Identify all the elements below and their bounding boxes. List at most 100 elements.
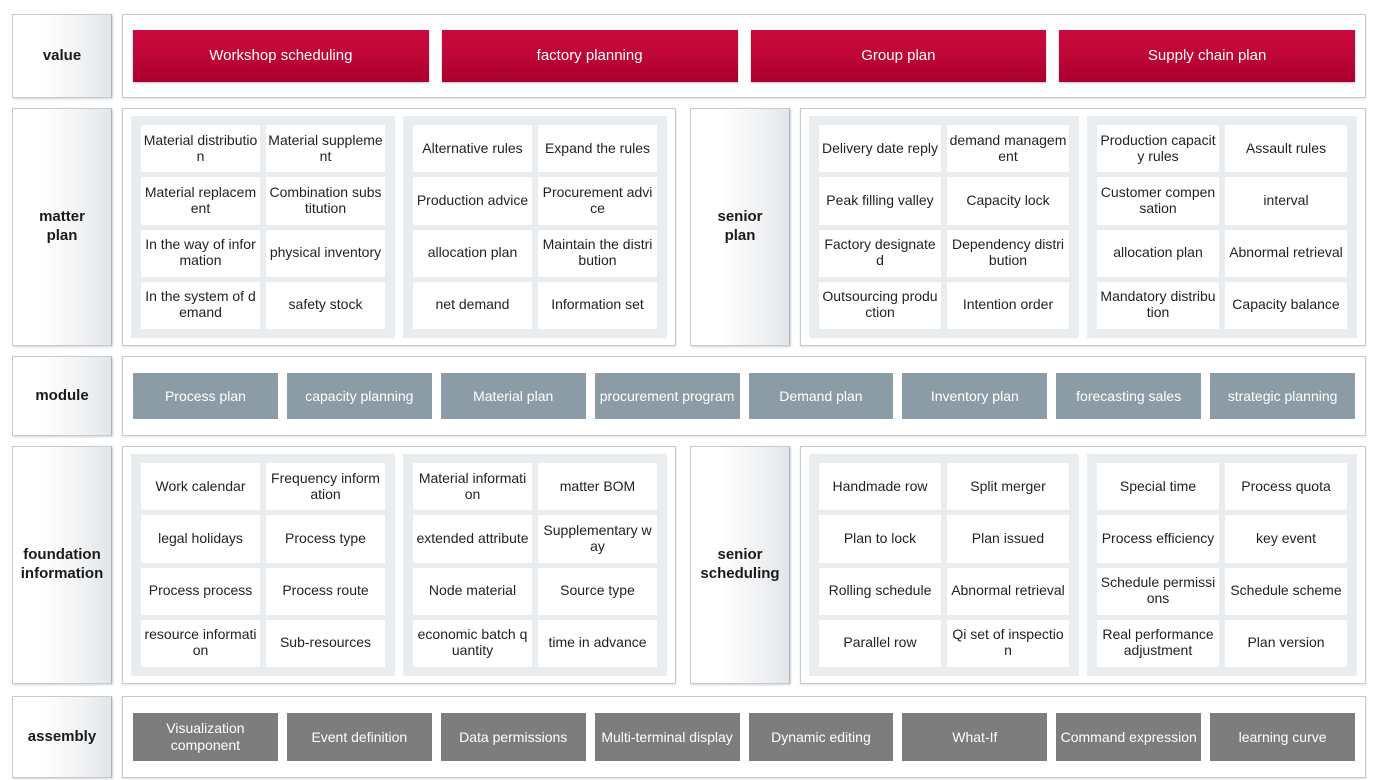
cell-outsourcing-production[interactable]: Outsourcing production [819, 281, 941, 329]
row-module: module Process plan capacity planning Ma… [0, 356, 1380, 436]
assembly-item-command-expression[interactable]: Command expression [1056, 713, 1202, 761]
foundation-information-half: foundation information Work calendar Fre… [0, 446, 690, 684]
assembly-item-event-definition[interactable]: Event definition [286, 713, 432, 761]
cell-time-in-advance[interactable]: time in advance [538, 619, 657, 667]
senior-plan-group-2: Production capacity rules Assault rules … [1087, 116, 1357, 338]
cell-schedule-permissions[interactable]: Schedule permissions [1097, 567, 1219, 615]
module-item-procurement-program[interactable]: procurement program [594, 373, 740, 419]
cell-resource-information[interactable]: resource information [141, 619, 260, 667]
cell-real-performance-adjustment[interactable]: Real performance adjustment [1097, 619, 1219, 667]
cell-plan-issued[interactable]: Plan issued [947, 515, 1069, 563]
cell-process-quota[interactable]: Process quota [1225, 463, 1347, 511]
row-label-senior-scheduling-line1: senior [717, 546, 763, 564]
matter-plan-half: matter plan Material distribution Materi… [0, 108, 690, 346]
cell-abnormal-retrieval[interactable]: Abnormal retrieval [1225, 229, 1347, 277]
row-label-value: value [12, 14, 112, 98]
cell-key-event[interactable]: key event [1225, 515, 1347, 563]
cell-information-set[interactable]: Information set [538, 281, 657, 329]
value-item-group-plan[interactable]: Group plan [750, 30, 1047, 82]
cell-material-information[interactable]: Material information [413, 463, 532, 511]
cell-process-process[interactable]: Process process [141, 567, 260, 615]
cell-peak-filling-valley[interactable]: Peak filling valley [819, 177, 941, 225]
cell-rolling-schedule[interactable]: Rolling schedule [819, 567, 941, 615]
cell-maintain-the-distribution[interactable]: Maintain the distribution [538, 229, 657, 277]
cell-extended-attribute[interactable]: extended attribute [413, 515, 532, 563]
cell-material-supplement[interactable]: Material supplement [266, 125, 385, 173]
cell-process-route[interactable]: Process route [266, 567, 385, 615]
cell-expand-the-rules[interactable]: Expand the rules [538, 125, 657, 173]
row-label-senior-scheduling: senior scheduling [690, 446, 790, 684]
row-label-foundation-information: foundation information [12, 446, 112, 684]
value-item-factory-planning[interactable]: factory planning [441, 30, 738, 82]
cell-production-advice[interactable]: Production advice [413, 177, 532, 225]
cell-split-merger[interactable]: Split merger [947, 463, 1069, 511]
senior-plan-group-1: Delivery date reply demand management Pe… [809, 116, 1079, 338]
cell-work-calendar[interactable]: Work calendar [141, 463, 260, 511]
cell-mandatory-distribution[interactable]: Mandatory distribution [1097, 281, 1219, 329]
row-assembly: assembly Visualization component Event d… [0, 696, 1380, 778]
cell-customer-compensation[interactable]: Customer compensation [1097, 177, 1219, 225]
assembly-item-visualization-component[interactable]: Visualization component [133, 713, 278, 761]
module-panel: Process plan capacity planning Material … [122, 356, 1366, 436]
cell-legal-holidays[interactable]: legal holidays [141, 515, 260, 563]
cell-assault-rules[interactable]: Assault rules [1225, 125, 1347, 173]
cell-in-the-way-of-information[interactable]: In the way of information [141, 229, 260, 277]
assembly-item-multi-terminal-display[interactable]: Multi-terminal display [594, 713, 740, 761]
cell-supplementary-way[interactable]: Supplementary way [538, 515, 657, 563]
cell-physical-inventory[interactable]: physical inventory [266, 229, 385, 277]
cell-combination-substitution[interactable]: Combination substitution [266, 177, 385, 225]
cell-production-capacity-rules[interactable]: Production capacity rules [1097, 125, 1219, 173]
cell-process-efficiency[interactable]: Process efficiency [1097, 515, 1219, 563]
cell-material-replacement[interactable]: Material replacement [141, 177, 260, 225]
assembly-item-what-if[interactable]: What-If [902, 713, 1048, 761]
cell-special-time[interactable]: Special time [1097, 463, 1219, 511]
cell-alternative-rules[interactable]: Alternative rules [413, 125, 532, 173]
row-label-matter-plan: matter plan [12, 108, 112, 346]
value-item-supply-chain-plan[interactable]: Supply chain plan [1059, 30, 1355, 82]
module-item-demand-plan[interactable]: Demand plan [748, 373, 894, 419]
value-item-workshop-scheduling[interactable]: Workshop scheduling [133, 30, 429, 82]
cell-schedule-scheme[interactable]: Schedule scheme [1225, 567, 1347, 615]
cell-economic-batch-quantity[interactable]: economic batch quantity [413, 619, 532, 667]
cell-capacity-balance[interactable]: Capacity balance [1225, 281, 1347, 329]
module-item-process-plan[interactable]: Process plan [133, 373, 278, 419]
cell-delivery-date-reply[interactable]: Delivery date reply [819, 125, 941, 173]
cell-safety-stock[interactable]: safety stock [266, 281, 385, 329]
cell-in-the-system-of-demand[interactable]: In the system of demand [141, 281, 260, 329]
module-item-material-plan[interactable]: Material plan [440, 373, 586, 419]
assembly-item-dynamic-editing[interactable]: Dynamic editing [748, 713, 894, 761]
cell-demand-management[interactable]: demand management [947, 125, 1069, 173]
cell-net-demand[interactable]: net demand [413, 281, 532, 329]
row-label-senior-plan-line1: senior [717, 208, 763, 226]
cell-abnormal-retrieval-2[interactable]: Abnormal retrieval [947, 567, 1069, 615]
cell-process-type[interactable]: Process type [266, 515, 385, 563]
row-label-matter-plan-line1: matter [39, 208, 85, 226]
cell-frequency-information[interactable]: Frequency information [266, 463, 385, 511]
cell-intention-order[interactable]: Intention order [947, 281, 1069, 329]
cell-procurement-advice[interactable]: Procurement advice [538, 177, 657, 225]
module-item-strategic-planning[interactable]: strategic planning [1210, 373, 1355, 419]
cell-plan-version[interactable]: Plan version [1225, 619, 1347, 667]
module-item-forecasting-sales[interactable]: forecasting sales [1056, 373, 1202, 419]
cell-node-material[interactable]: Node material [413, 567, 532, 615]
cell-matter-bom[interactable]: matter BOM [538, 463, 657, 511]
cell-capacity-lock[interactable]: Capacity lock [947, 177, 1069, 225]
cell-plan-to-lock[interactable]: Plan to lock [819, 515, 941, 563]
cell-interval[interactable]: interval [1225, 177, 1347, 225]
module-item-capacity-planning[interactable]: capacity planning [286, 373, 432, 419]
cell-parallel-row[interactable]: Parallel row [819, 619, 941, 667]
assembly-item-data-permissions[interactable]: Data permissions [440, 713, 586, 761]
row-label-senior-plan: senior plan [690, 108, 790, 346]
cell-factory-designated[interactable]: Factory designated [819, 229, 941, 277]
cell-dependency-distribution[interactable]: Dependency distribution [947, 229, 1069, 277]
cell-allocation-plan[interactable]: allocation plan [413, 229, 532, 277]
cell-handmade-row[interactable]: Handmade row [819, 463, 941, 511]
module-item-inventory-plan[interactable]: Inventory plan [902, 373, 1048, 419]
cell-sub-resources[interactable]: Sub-resources [266, 619, 385, 667]
cell-source-type[interactable]: Source type [538, 567, 657, 615]
row-label-foundation-line2: information [20, 565, 104, 582]
cell-allocation-plan-2[interactable]: allocation plan [1097, 229, 1219, 277]
assembly-item-learning-curve[interactable]: learning curve [1210, 713, 1355, 761]
cell-material-distribution[interactable]: Material distribution [141, 125, 260, 173]
cell-qi-set-of-inspection[interactable]: Qi set of inspection [947, 619, 1069, 667]
